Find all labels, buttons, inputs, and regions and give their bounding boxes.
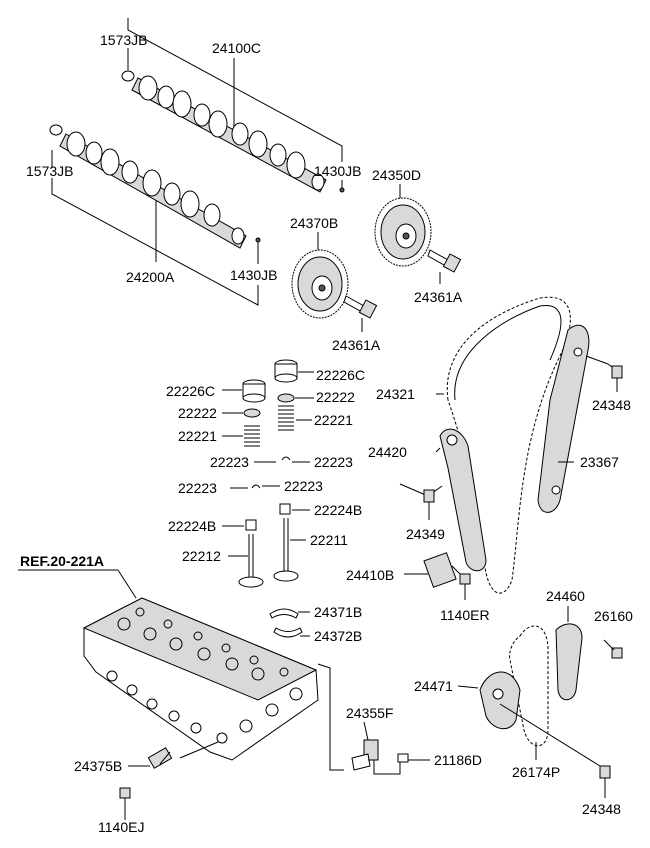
label-24372b: 24372B xyxy=(314,628,362,644)
label-1573jb-left: 1573JB xyxy=(26,163,73,179)
label-24355f: 24355F xyxy=(346,705,393,721)
label-22224b-right: 22224B xyxy=(314,502,362,518)
bolt-24348-top xyxy=(585,355,623,392)
bolt-24348-bottom xyxy=(499,703,611,798)
label-24200a: 24200A xyxy=(126,269,175,285)
label-24348-bottom: 24348 xyxy=(582,801,621,817)
label-24350d: 24350D xyxy=(372,167,421,183)
label-24460: 24460 xyxy=(546,588,585,604)
label-24361a-top: 24361A xyxy=(414,289,463,305)
label-24420: 24420 xyxy=(368,444,407,460)
label-26160: 26160 xyxy=(594,608,633,624)
label-24100c: 24100C xyxy=(212,40,261,56)
label-24371b: 24371B xyxy=(314,604,362,620)
camshaft-24200a xyxy=(49,124,261,249)
label-22222-right: 22222 xyxy=(316,389,355,405)
camshaft-24100c xyxy=(121,70,345,193)
label-22223-2: 22223 xyxy=(314,454,353,470)
cvvt-sprocket-24350d xyxy=(374,184,432,267)
label-24361a-bottom: 24361A xyxy=(332,337,381,353)
label-22222-left: 22222 xyxy=(178,405,217,421)
tensioner-24410b xyxy=(404,552,471,600)
tensioner-24471 xyxy=(457,671,521,730)
label-24349: 24349 xyxy=(406,526,445,542)
label-22226c-right: 22226C xyxy=(316,367,365,383)
tensioner-arm-24420 xyxy=(435,428,487,572)
label-24410b: 24410B xyxy=(346,567,394,583)
label-1140ej: 1140EJ xyxy=(98,819,144,835)
label-24348-top: 24348 xyxy=(592,397,631,413)
label-24321: 24321 xyxy=(376,386,415,402)
cam-sensor xyxy=(119,747,173,820)
cylinder-head xyxy=(18,569,344,771)
chain-guide-24460 xyxy=(555,606,583,701)
label-1140er: 1140ER xyxy=(440,607,490,623)
label-24471: 24471 xyxy=(414,678,453,694)
label-22223-1: 22223 xyxy=(210,454,249,470)
label-22221-left: 22221 xyxy=(178,428,217,444)
label-21186d: 21186D xyxy=(434,752,482,768)
label-24370b: 24370B xyxy=(290,215,338,231)
oil-control-valve xyxy=(351,721,430,775)
part-labels: 1573JB 24100C 1430JB 24350D 1573JB 24370… xyxy=(20,32,633,835)
bolt-26160 xyxy=(603,639,623,659)
bolt-24361a-top xyxy=(427,249,462,284)
label-22223-3: 22223 xyxy=(178,480,217,496)
label-22212: 22212 xyxy=(182,548,221,564)
label-23367: 23367 xyxy=(580,454,619,470)
label-24375b: 24375B xyxy=(74,758,122,774)
label-22211: 22211 xyxy=(310,532,348,548)
bolt-24349 xyxy=(399,483,443,520)
label-26174p: 26174P xyxy=(512,764,560,780)
cvvt-sprocket-24370b xyxy=(291,232,349,319)
label-22226c-left: 22226C xyxy=(166,383,215,399)
valve-train-parts xyxy=(222,359,314,588)
label-1430jb-top: 1430JB xyxy=(314,163,361,179)
label-22224b-left: 22224B xyxy=(168,518,216,534)
chain-guide-23367 xyxy=(537,324,590,513)
oil-pump-chain-26174p xyxy=(509,625,549,760)
bolt-24361a-bottom xyxy=(343,295,378,332)
label-22221-right: 22221 xyxy=(314,412,353,428)
label-1573jb-top: 1573JB xyxy=(100,32,147,48)
label-ref-20-221a: REF.20-221A xyxy=(20,553,104,569)
label-1430jb-mid: 1430JB xyxy=(230,267,277,283)
label-22223-4: 22223 xyxy=(284,478,323,494)
bearings xyxy=(269,608,310,638)
